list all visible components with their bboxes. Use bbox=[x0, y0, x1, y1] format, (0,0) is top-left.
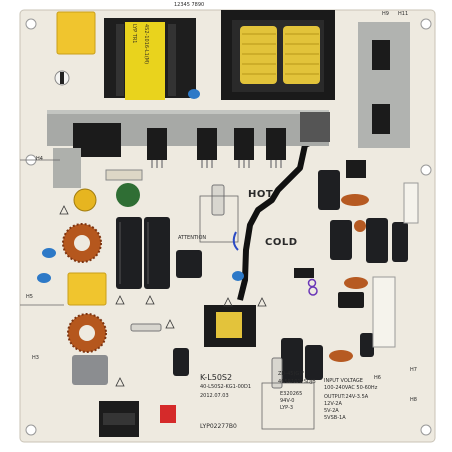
connector-right bbox=[372, 276, 396, 348]
small-inductors bbox=[329, 194, 369, 362]
hole-label-h9: H9 bbox=[382, 11, 389, 17]
blue-capacitors bbox=[37, 89, 244, 283]
hole-label-h4: H4 bbox=[36, 156, 43, 162]
transistor-legs bbox=[151, 160, 282, 168]
pfc-transformer bbox=[104, 18, 196, 100]
toroid-coil-2 bbox=[67, 313, 107, 353]
diode-area bbox=[105, 169, 143, 181]
hole-label-h5: H5 bbox=[26, 294, 33, 300]
part-code: ZD-45(G)F bbox=[278, 371, 305, 377]
yellow-disc bbox=[73, 188, 97, 212]
output-5v: 5V-2A bbox=[324, 408, 339, 414]
transformer-text-2: 4S2-1016-L1(M) bbox=[143, 24, 149, 65]
isolation-trace bbox=[237, 137, 318, 301]
left-heatsink bbox=[53, 148, 81, 188]
heatsink-transistors bbox=[73, 123, 286, 160]
purple-eight-mark bbox=[307, 278, 318, 296]
output-title: OUTPUT:24V-3.5A bbox=[324, 394, 369, 400]
cert-code: E320265 bbox=[280, 391, 303, 397]
serial-top: 12345 7890 bbox=[174, 2, 205, 8]
hole-label-h6: H6 bbox=[374, 375, 381, 381]
bobbin-core bbox=[60, 72, 64, 84]
x-capacitor-mid bbox=[67, 272, 107, 306]
hole-label-h8: H8 bbox=[410, 397, 417, 403]
hot-label: HOT bbox=[248, 189, 274, 200]
power-switch-rocker bbox=[103, 413, 135, 425]
main-transformer bbox=[221, 10, 335, 100]
silkscreen-lines bbox=[20, 159, 315, 430]
right-heatsink bbox=[358, 22, 410, 148]
attention-label: ATTENTION bbox=[178, 235, 207, 241]
part-number-2: 465R1012SDJB bbox=[278, 379, 316, 385]
grey-relay bbox=[72, 355, 108, 385]
cert-sub-1: 94V-0 bbox=[280, 398, 295, 404]
ics bbox=[294, 160, 366, 308]
part-number-1: 40-L50S2-KG1-00D1 bbox=[200, 384, 252, 390]
connector-top-right bbox=[403, 182, 419, 224]
bottom-id: LYP02277B0 bbox=[200, 423, 237, 430]
hole-label-h11: H11 bbox=[398, 11, 409, 17]
green-varistor bbox=[116, 183, 140, 207]
blue-pen-mark bbox=[232, 231, 239, 251]
resistors bbox=[130, 184, 283, 389]
cert-sub-2: LYP-3 bbox=[280, 405, 294, 411]
output-5vsb: 5VSB-1A bbox=[324, 415, 346, 421]
warning-triangles bbox=[59, 205, 267, 387]
bulk-cap-stripes bbox=[119, 222, 149, 284]
aux-transformer bbox=[204, 305, 256, 347]
date-label: 2012.07.03 bbox=[200, 393, 229, 399]
cold-label: COLD bbox=[265, 237, 298, 248]
input-voltage-title: INPUT VOLTAGE bbox=[324, 378, 363, 384]
hole-label-h7: H7 bbox=[410, 367, 417, 373]
output-12v: 12V-2A bbox=[324, 401, 342, 407]
toroid-coil-1 bbox=[62, 223, 102, 263]
model-label: K-L50S2 bbox=[200, 373, 233, 382]
bulk-capacitors bbox=[116, 217, 170, 289]
secondary-capacitors bbox=[173, 170, 408, 383]
transformer-text-1: LYP TR1 bbox=[131, 24, 137, 44]
x-capacitor-top bbox=[56, 11, 96, 55]
red-component bbox=[160, 405, 176, 423]
hole-label-h3: H3 bbox=[32, 355, 39, 361]
input-voltage-value: 100-240VAC 50-60Hz bbox=[324, 385, 378, 391]
